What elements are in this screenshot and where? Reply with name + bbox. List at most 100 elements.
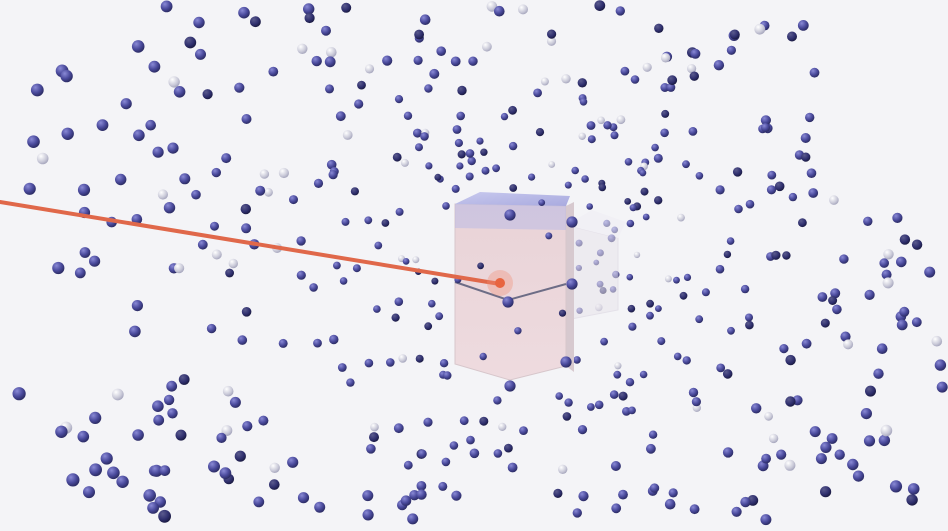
particle [328,170,338,180]
particle [865,385,876,397]
particle [560,356,572,368]
particle [834,449,845,460]
particle [667,75,678,86]
particle [722,369,733,379]
particle [403,111,413,121]
particle [96,119,109,131]
particle [362,509,374,521]
particle [784,459,796,471]
particle [509,184,518,192]
particle [52,261,65,275]
particle [586,121,596,130]
particle [147,502,160,514]
particle [648,430,658,439]
particle [689,71,699,81]
particle [924,266,936,278]
particle [533,88,542,98]
particle [337,363,347,372]
particle [364,64,375,74]
particle [577,425,588,435]
particle [329,334,339,345]
particle [311,55,322,67]
particle [309,283,318,292]
particle [507,462,518,473]
particle [89,255,101,267]
particle [657,337,666,346]
particle [352,264,361,273]
particle [729,29,740,40]
particle [840,331,851,342]
particle [221,425,233,436]
particle [558,309,567,317]
particle [167,142,179,154]
particle [435,312,444,321]
particle [646,299,654,308]
particle [785,354,796,366]
particle [467,156,476,166]
particle [153,414,165,426]
particle [625,378,635,387]
particle [400,495,412,507]
particle [419,14,431,25]
particle [179,173,191,185]
particle [211,167,221,178]
particle [413,55,423,65]
particle [558,464,568,474]
particle [482,41,492,52]
box-top-face [455,192,570,206]
particle [547,29,557,39]
particle [241,223,252,234]
particle [760,514,772,526]
particle [167,408,178,419]
particle [864,289,875,300]
particle [726,237,735,245]
particle [830,288,841,299]
particle [701,288,710,297]
particle [879,258,889,268]
particle [131,214,143,225]
particle [761,123,770,133]
particle [899,306,910,317]
particle [374,241,383,250]
particle [229,396,241,408]
particle [366,444,376,454]
particle [228,258,238,269]
particle [820,486,832,498]
particle [646,443,656,454]
particle [456,111,466,121]
particle [598,183,607,192]
particle [157,189,168,200]
particle [492,164,500,173]
selected-box[interactable] [454,192,574,381]
particle [466,435,475,445]
particle [828,296,838,305]
particle [934,359,947,371]
particle [451,184,460,193]
particle [673,276,680,284]
particle [876,343,888,355]
particle [603,121,612,130]
particle [646,311,654,320]
particle [514,327,522,335]
particle [578,132,586,140]
particle [610,461,621,471]
particle [394,297,404,307]
particle [883,249,894,260]
particle [27,135,40,148]
particle [760,115,772,126]
particle [546,36,557,46]
particle [892,212,903,223]
particle [152,146,164,158]
particle [498,422,507,431]
particle [594,400,604,410]
particle [722,447,734,458]
particle [457,85,467,96]
particle [431,277,439,285]
particle [600,337,608,346]
particle [609,390,619,399]
particle [143,489,156,502]
particle [259,169,270,179]
particle [535,128,545,137]
particle [745,313,753,322]
particle [60,69,73,83]
